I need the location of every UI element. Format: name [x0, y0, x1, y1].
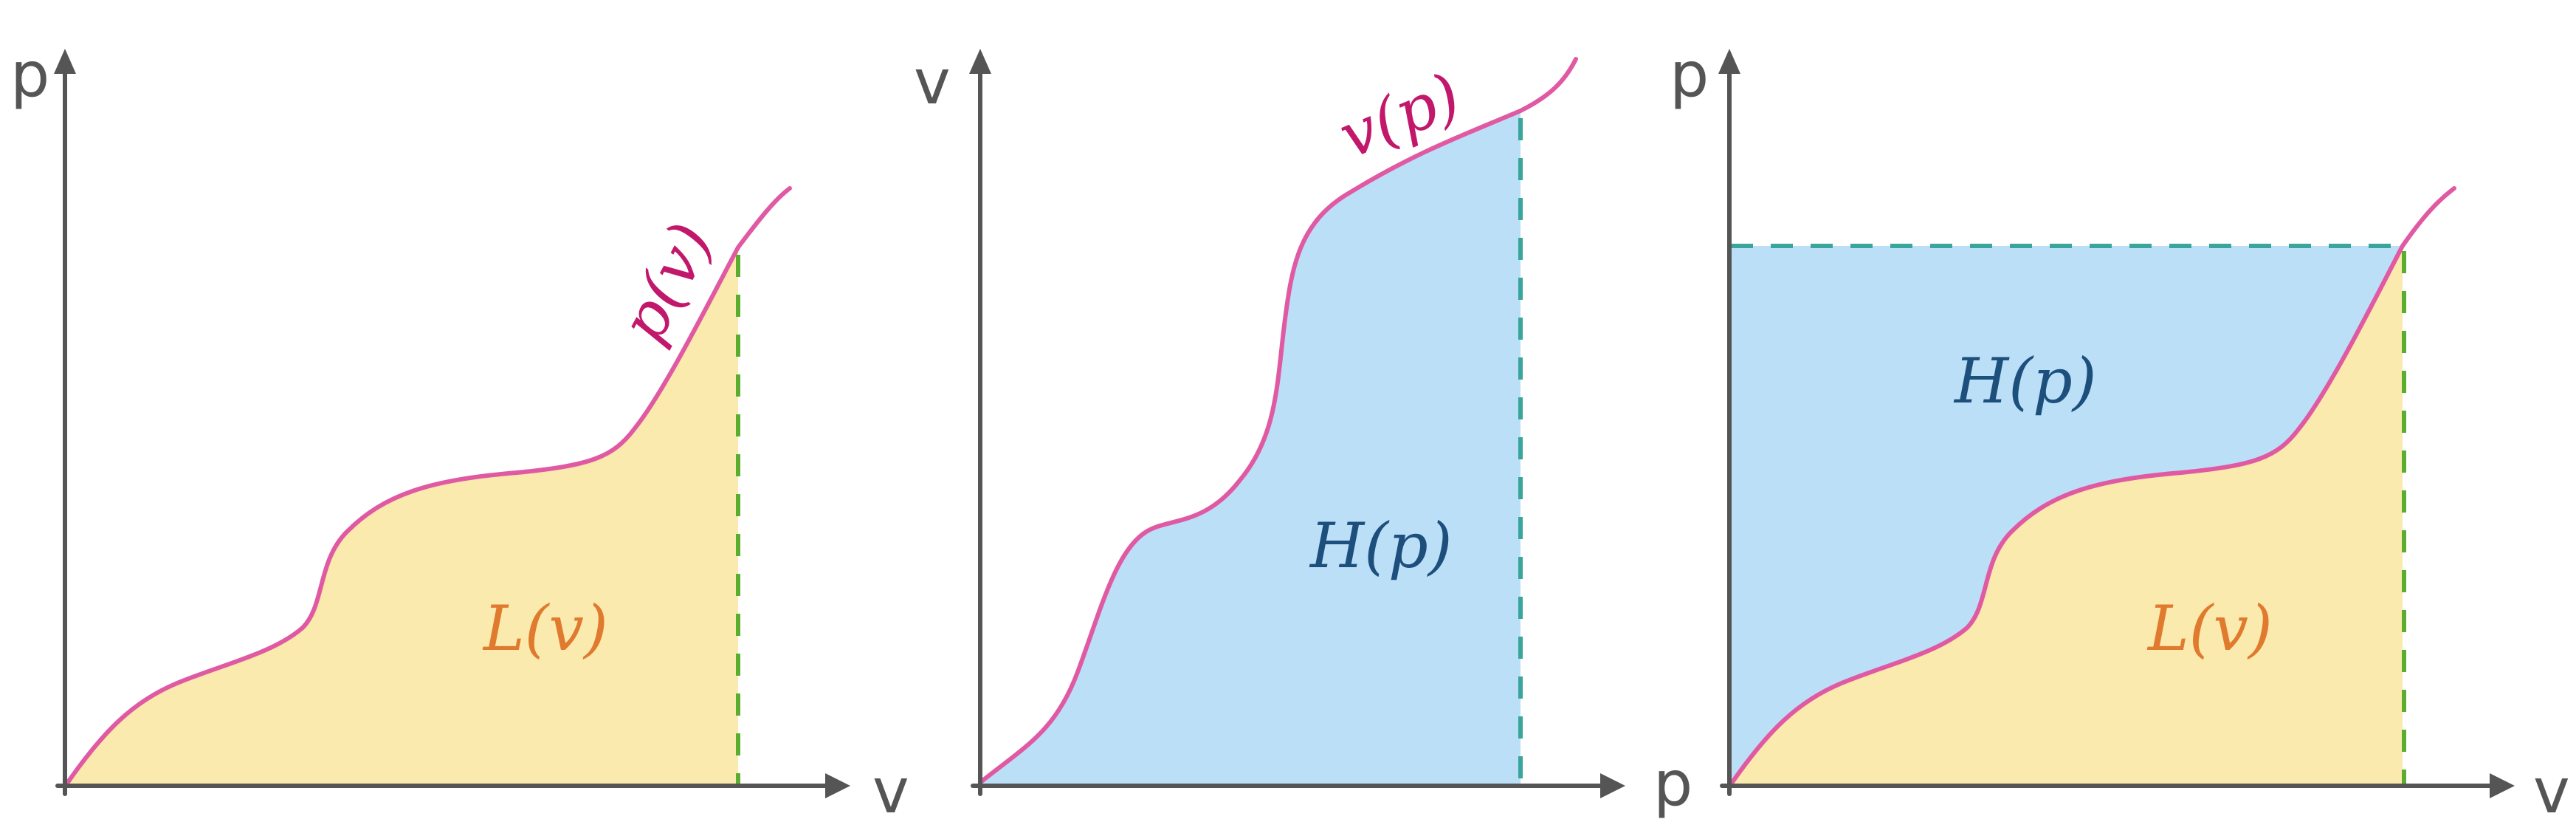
- region-label-L: L(v): [2146, 592, 2273, 665]
- panel-1: p v p(v) L(v): [10, 38, 909, 827]
- region-label-H: H(p): [1953, 345, 2097, 417]
- y-axis-label: v: [914, 46, 951, 118]
- y-axis-label: p: [10, 38, 49, 111]
- panel-2: v v(p) H(p): [914, 46, 1625, 798]
- x-axis-arrow-icon: [825, 773, 850, 798]
- region-label-H: H(p): [1309, 510, 1453, 582]
- y-axis-arrow-icon: [1718, 49, 1740, 74]
- y-axis-arrow-icon: [969, 49, 991, 74]
- x-axis-label-left: p: [1653, 747, 1692, 820]
- y-axis-label: p: [1670, 38, 1709, 111]
- x-axis-label: v: [2533, 755, 2570, 827]
- area-H: [1731, 246, 2403, 784]
- x-axis-arrow-icon: [2490, 773, 2515, 798]
- curve-p-of-v: [64, 186, 792, 787]
- x-axis-arrow-icon: [1600, 773, 1625, 798]
- x-axis-label: v: [872, 755, 909, 827]
- region-label-L: L(v): [482, 592, 608, 665]
- curve-v-of-p: [979, 57, 1578, 784]
- area-L: [66, 247, 738, 784]
- area-L: [1731, 246, 2403, 784]
- area-H: [982, 111, 1521, 784]
- y-axis-arrow-icon: [54, 49, 76, 74]
- panel-3: p p v H(p) L(v): [1653, 38, 2570, 827]
- curve-p-of-v: [1729, 186, 2456, 787]
